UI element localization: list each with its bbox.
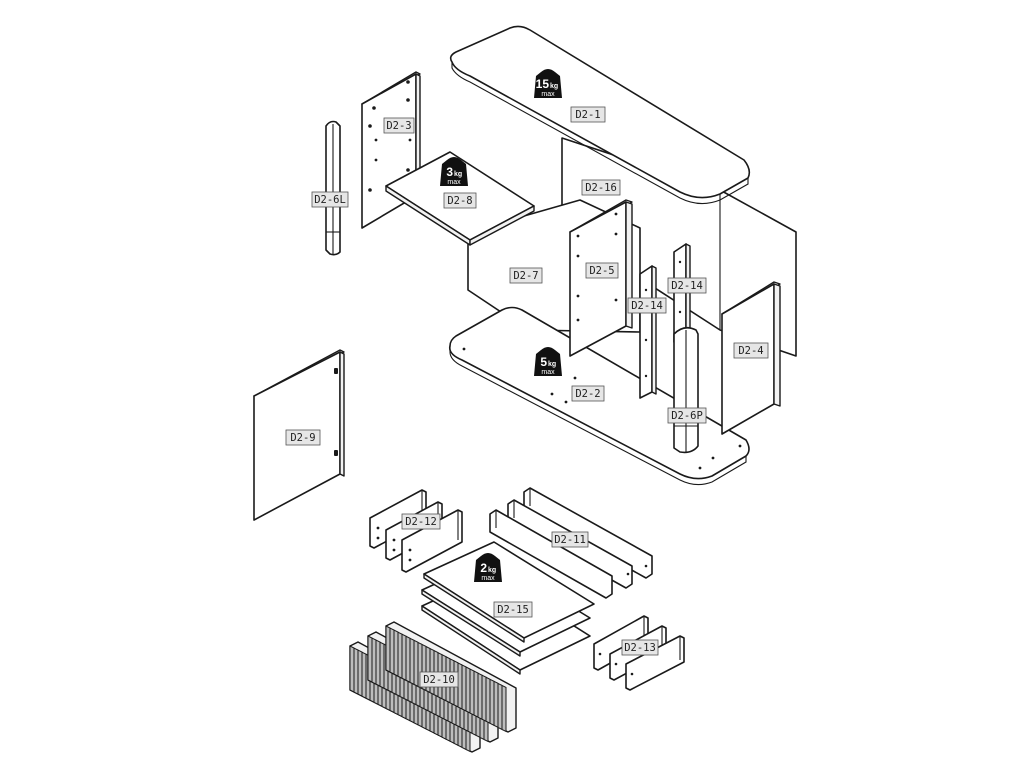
label-d2-11: D2-11 xyxy=(551,531,589,548)
svg-text:D2-8: D2-8 xyxy=(447,195,472,207)
svg-text:kg: kg xyxy=(454,171,462,178)
svg-text:15: 15 xyxy=(536,77,550,91)
label-d2-1: D2-1 xyxy=(570,106,606,123)
part-d2-6l-leg xyxy=(325,120,341,256)
svg-text:D2-9: D2-9 xyxy=(290,432,315,444)
svg-text:D2-7: D2-7 xyxy=(513,270,538,282)
label-d2-6p: D2-6P xyxy=(667,407,707,424)
svg-text:kg: kg xyxy=(550,83,558,90)
svg-text:kg: kg xyxy=(488,567,496,574)
weight-icon-drawer: 2 kg max xyxy=(474,553,502,582)
part-d2-4-side-panel xyxy=(721,281,781,435)
part-d2-5-divider xyxy=(569,199,633,357)
label-d2-6l: D2-6L xyxy=(311,191,349,208)
label-d2-10: D2-10 xyxy=(419,671,459,688)
label-d2-13: D2-13 xyxy=(621,639,659,656)
label-d2-8: D2-8 xyxy=(443,192,477,209)
label-d2-3: D2-3 xyxy=(383,117,415,134)
label-d2-4: D2-4 xyxy=(733,342,769,359)
svg-text:D2-15: D2-15 xyxy=(497,604,529,616)
svg-text:max: max xyxy=(541,91,555,98)
label-d2-12: D2-12 xyxy=(401,513,441,530)
svg-text:D2-3: D2-3 xyxy=(386,120,411,132)
label-d2-9: D2-9 xyxy=(285,429,321,446)
svg-text:3: 3 xyxy=(446,165,453,179)
svg-text:D2-2: D2-2 xyxy=(575,388,600,400)
svg-text:max: max xyxy=(447,179,461,186)
part-d2-6p-leg xyxy=(673,326,699,454)
svg-text:2: 2 xyxy=(480,561,487,575)
label-d2-5: D2-5 xyxy=(585,262,619,279)
svg-text:D2-12: D2-12 xyxy=(405,516,437,528)
part-d2-15-drawer-bottoms xyxy=(421,541,595,675)
svg-text:D2-10: D2-10 xyxy=(423,674,455,686)
svg-text:5: 5 xyxy=(540,355,547,369)
part-d2-12-drawer-sides xyxy=(369,489,463,573)
svg-text:D2-6P: D2-6P xyxy=(671,410,703,422)
weight-icon-top: 15 kg max xyxy=(534,69,562,98)
svg-text:D2-4: D2-4 xyxy=(738,345,763,357)
svg-text:D2-11: D2-11 xyxy=(554,534,586,546)
svg-text:D2-16: D2-16 xyxy=(585,182,617,194)
label-d2-7: D2-7 xyxy=(509,267,543,284)
svg-text:max: max xyxy=(481,575,495,582)
svg-text:kg: kg xyxy=(548,361,556,368)
svg-text:D2-5: D2-5 xyxy=(589,265,614,277)
svg-text:D2-14: D2-14 xyxy=(631,300,663,312)
label-d2-14-left: D2-14 xyxy=(627,297,667,314)
label-d2-16: D2-16 xyxy=(581,179,621,196)
label-d2-15: D2-15 xyxy=(493,601,533,618)
svg-text:D2-13: D2-13 xyxy=(624,642,656,654)
svg-text:max: max xyxy=(541,369,555,376)
weight-icon-shelf: 3 kg max xyxy=(440,157,468,186)
weight-icon-bottom: 5 kg max xyxy=(534,347,562,376)
svg-text:D2-1: D2-1 xyxy=(575,109,600,121)
part-d2-14-upright-left xyxy=(639,265,657,399)
svg-text:D2-14: D2-14 xyxy=(671,280,703,292)
svg-text:D2-6L: D2-6L xyxy=(314,194,346,206)
label-d2-2: D2-2 xyxy=(571,385,605,402)
label-d2-14-right: D2-14 xyxy=(667,277,707,294)
